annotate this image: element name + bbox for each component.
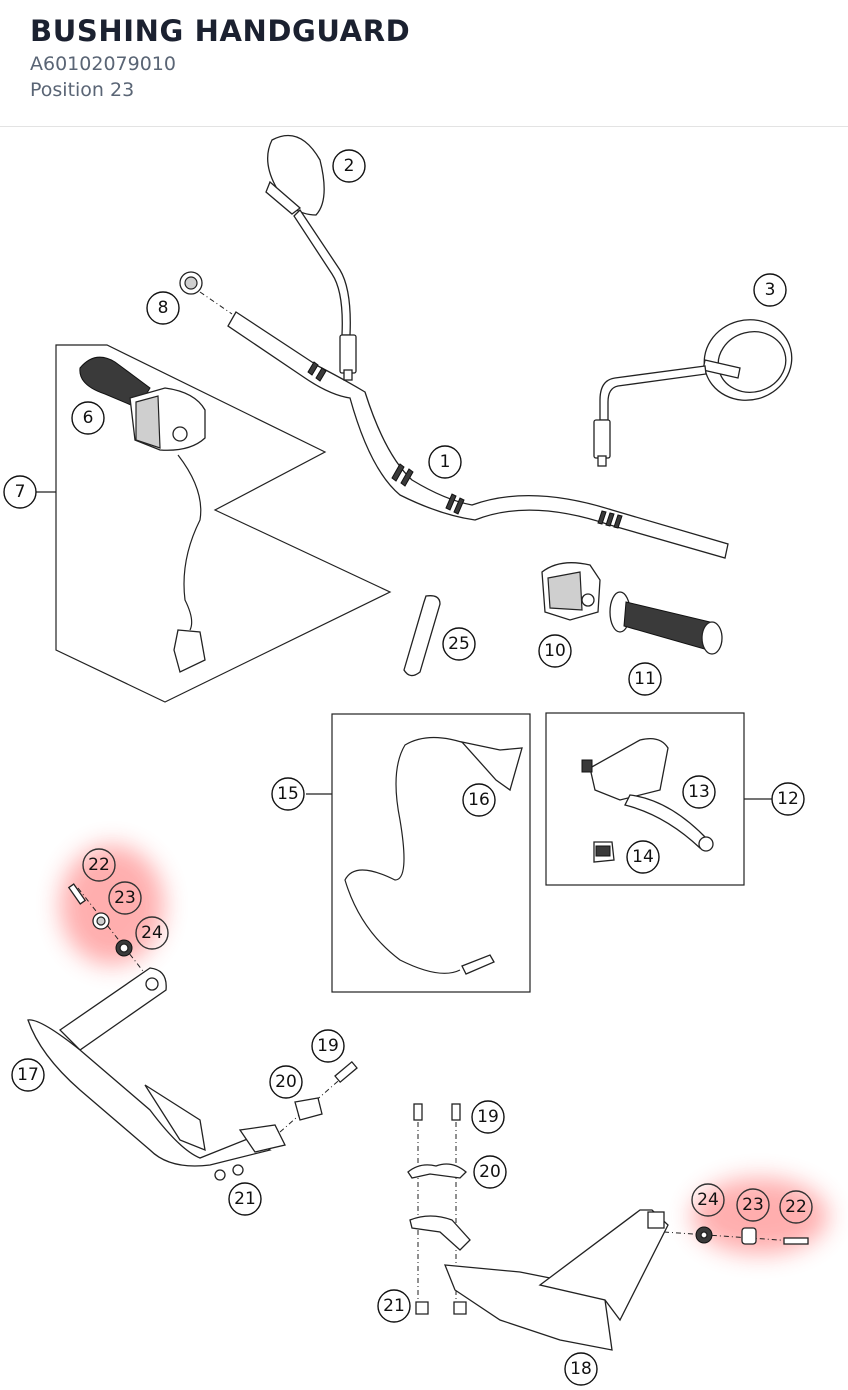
callout-13[interactable]: 13	[682, 775, 716, 809]
box-clutch-cable	[306, 713, 531, 993]
bracket-25	[403, 595, 441, 677]
svg-text:13: 13	[688, 782, 710, 802]
callout-10[interactable]: 10	[538, 634, 572, 668]
box-brake-lever	[545, 712, 772, 886]
svg-text:20: 20	[479, 1162, 501, 1182]
callout-7[interactable]: 7	[3, 475, 37, 509]
callout-2[interactable]: 2	[332, 149, 366, 183]
svg-text:14: 14	[632, 847, 654, 867]
svg-text:19: 19	[477, 1107, 499, 1127]
callout-20-right[interactable]: 20	[473, 1155, 507, 1189]
header: BUSHING HANDGUARD A60102079010 Position …	[0, 0, 848, 127]
callout-20-left[interactable]: 20	[269, 1065, 303, 1099]
svg-text:23: 23	[114, 888, 136, 908]
handlebar	[227, 311, 729, 559]
svg-text:12: 12	[777, 789, 799, 809]
callout-14[interactable]: 14	[626, 840, 660, 874]
callout-22-right[interactable]: 22	[779, 1190, 813, 1224]
throttle-grip	[609, 591, 723, 655]
callout-15[interactable]: 15	[271, 777, 305, 811]
svg-text:23: 23	[742, 1195, 764, 1215]
svg-text:7: 7	[15, 482, 26, 502]
callout-1[interactable]: 1	[428, 445, 462, 479]
callout-25[interactable]: 25	[442, 627, 476, 661]
svg-text:22: 22	[88, 855, 110, 875]
svg-text:3: 3	[765, 280, 776, 300]
svg-text:24: 24	[141, 923, 163, 943]
callout-21-left[interactable]: 21	[228, 1182, 262, 1216]
mirror-right	[593, 319, 793, 467]
callout-12[interactable]: 12	[771, 782, 805, 816]
box-left-switch	[36, 344, 392, 703]
svg-text:11: 11	[634, 669, 656, 689]
callout-19-left[interactable]: 19	[311, 1029, 345, 1063]
svg-text:18: 18	[570, 1359, 592, 1379]
page-title: BUSHING HANDGUARD	[30, 14, 411, 48]
bar-end	[179, 271, 233, 315]
callout-8[interactable]: 8	[146, 291, 180, 325]
handguard-left	[27, 883, 358, 1181]
callout-23-left[interactable]: 23	[108, 881, 142, 915]
highlight-group-right	[692, 1178, 828, 1254]
handguard-right	[407, 1103, 809, 1351]
svg-text:22: 22	[785, 1197, 807, 1217]
callout-21-right[interactable]: 21	[377, 1289, 411, 1323]
callout-17[interactable]: 17	[11, 1058, 45, 1092]
svg-text:25: 25	[448, 634, 470, 654]
svg-text:2: 2	[344, 156, 355, 176]
svg-text:1: 1	[440, 452, 451, 472]
part-number: A60102079010	[30, 53, 176, 75]
svg-text:6: 6	[83, 408, 94, 428]
callout-24-right[interactable]: 24	[691, 1183, 725, 1217]
mirror-left	[265, 134, 357, 381]
callout-11[interactable]: 11	[628, 662, 662, 696]
svg-text:16: 16	[468, 790, 490, 810]
callout-19-right[interactable]: 19	[471, 1100, 505, 1134]
svg-text:10: 10	[544, 641, 566, 661]
position-label: Position 23	[30, 79, 135, 101]
callout-16[interactable]: 16	[462, 783, 496, 817]
callout-6[interactable]: 6	[71, 401, 105, 435]
highlight-group-left	[60, 845, 164, 965]
callout-24-left[interactable]: 24	[135, 916, 169, 950]
callout-3[interactable]: 3	[753, 273, 787, 307]
svg-text:8: 8	[158, 298, 169, 318]
right-switch	[541, 562, 601, 621]
svg-text:17: 17	[17, 1065, 39, 1085]
svg-text:19: 19	[317, 1036, 339, 1056]
svg-text:21: 21	[234, 1189, 256, 1209]
callout-18[interactable]: 18	[564, 1352, 598, 1386]
svg-text:20: 20	[275, 1072, 297, 1092]
svg-text:21: 21	[383, 1296, 405, 1316]
callout-23-right[interactable]: 23	[736, 1188, 770, 1222]
svg-text:24: 24	[697, 1190, 719, 1210]
svg-text:15: 15	[277, 784, 299, 804]
callout-22-left[interactable]: 22	[82, 848, 116, 882]
